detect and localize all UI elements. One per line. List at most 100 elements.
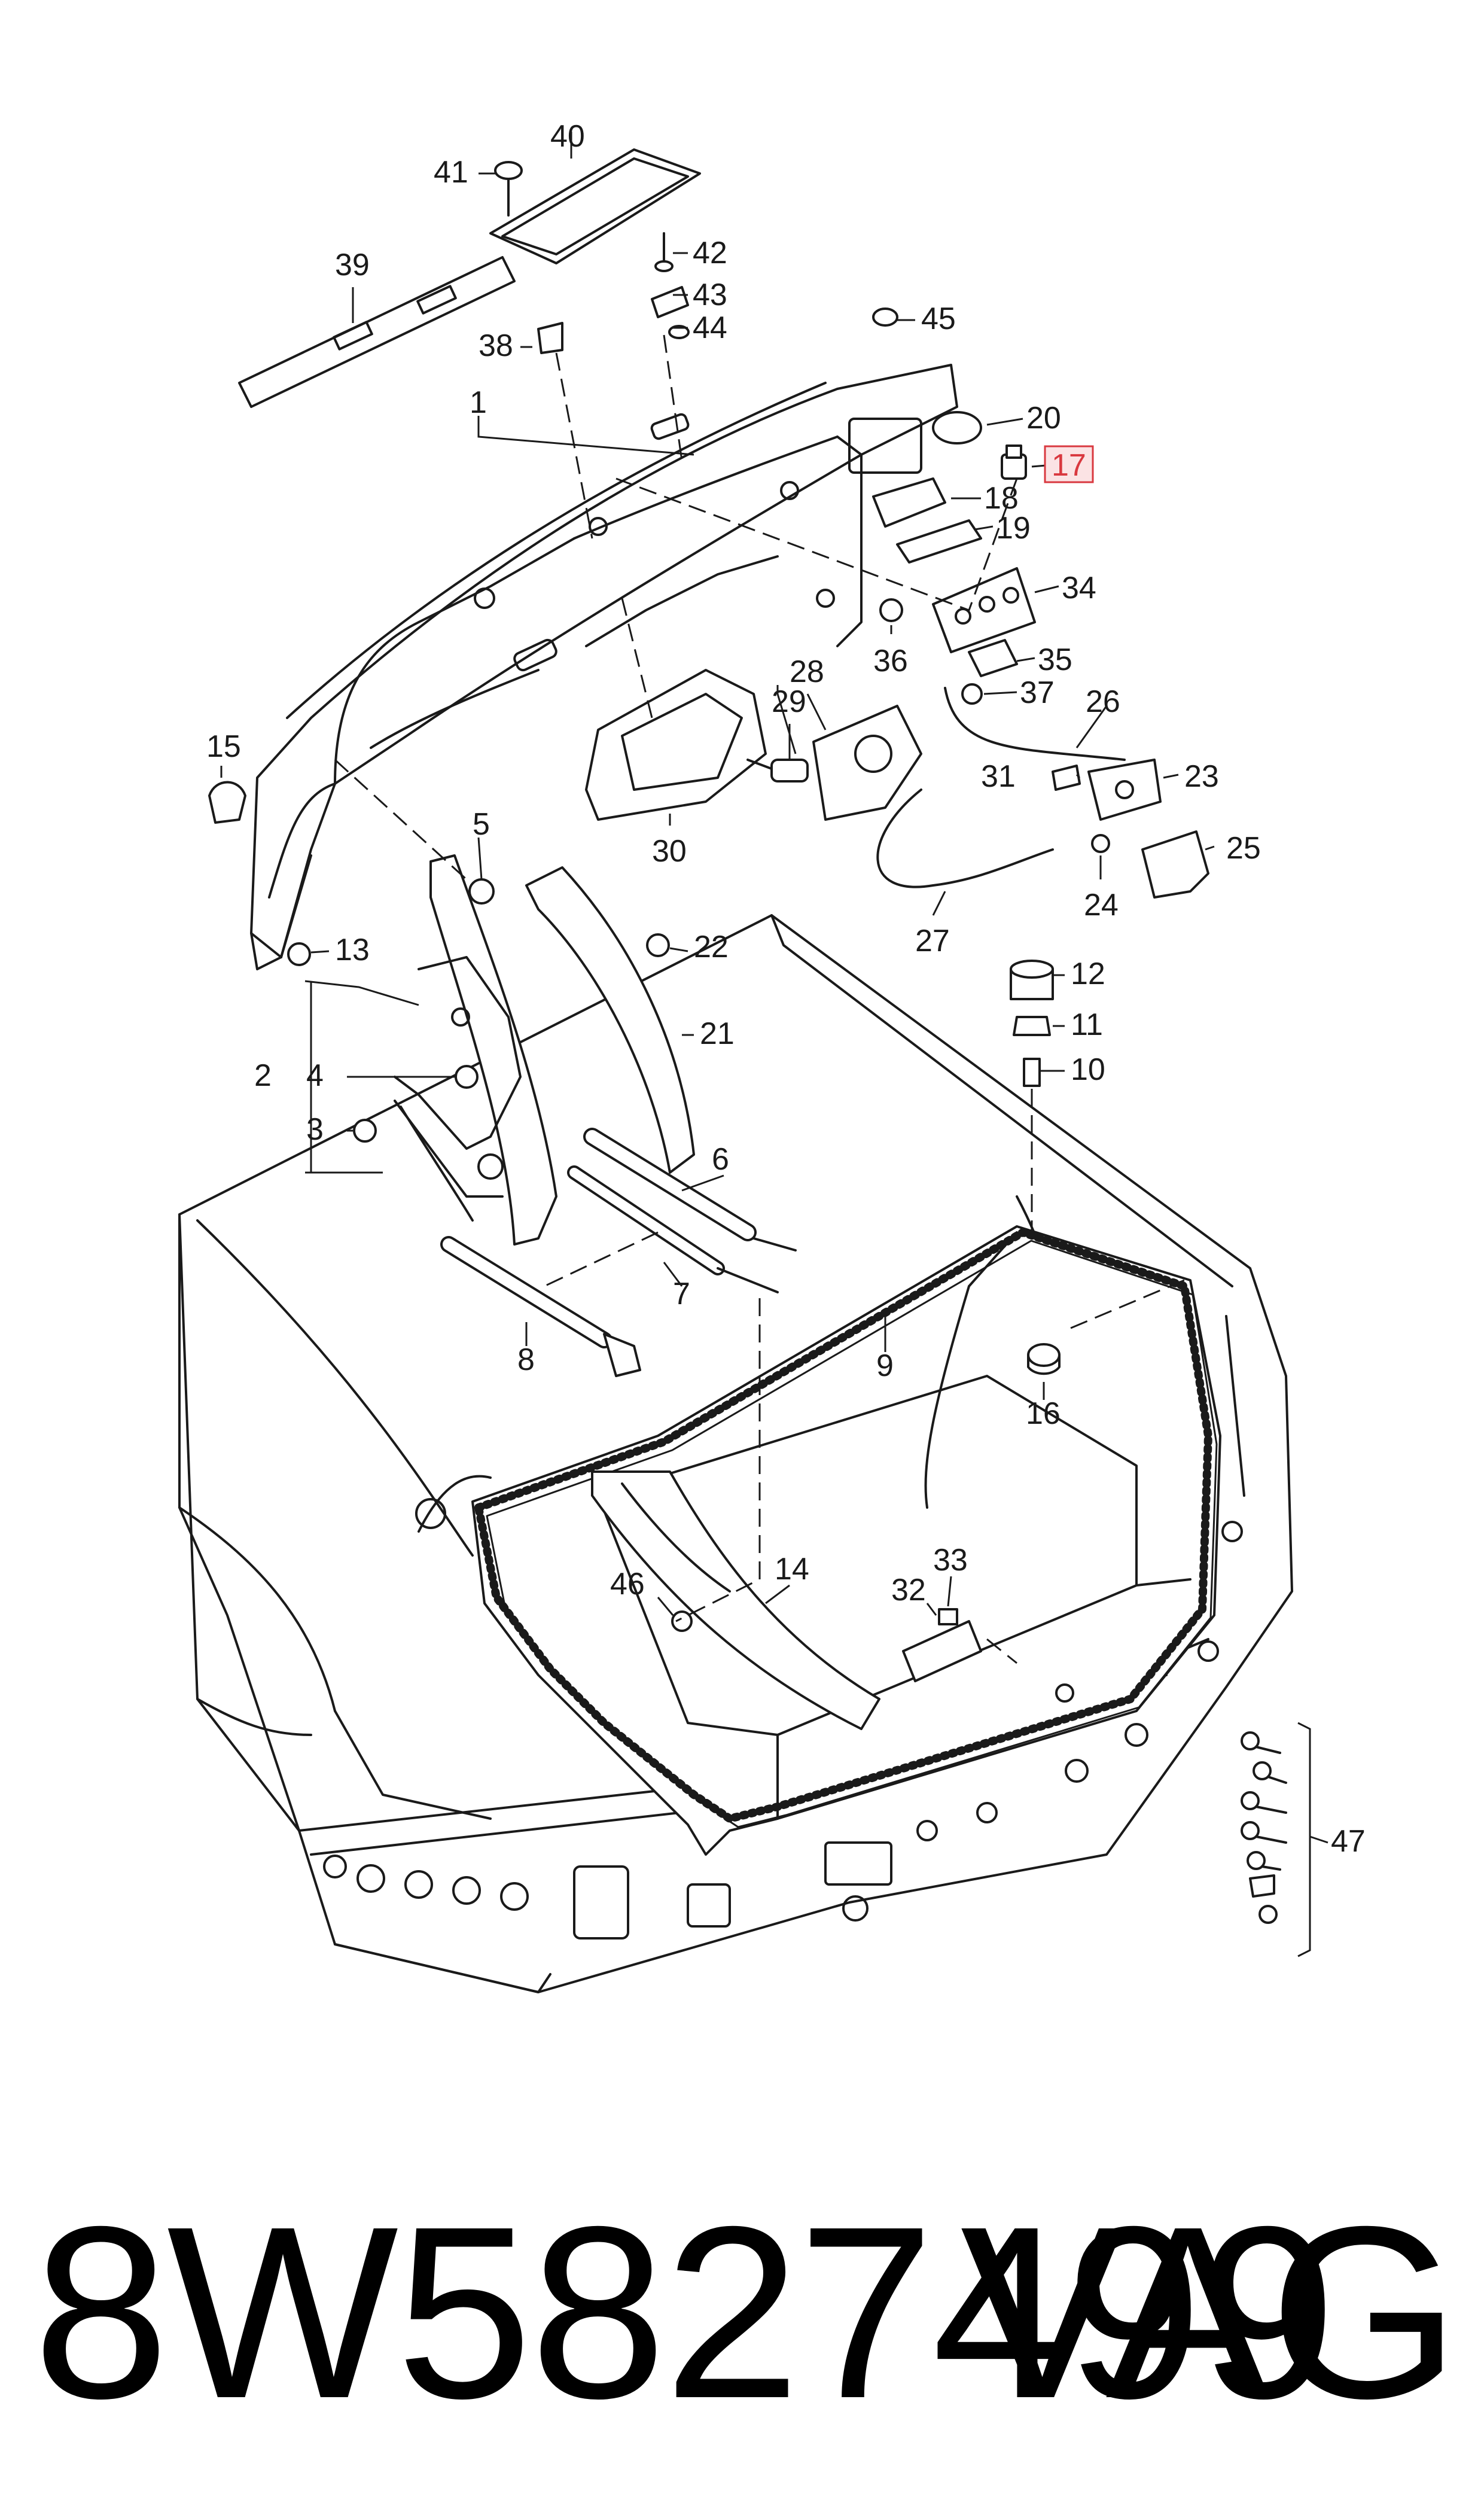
- callout-37: 37: [1020, 675, 1055, 710]
- trunk-lid: [250, 364, 958, 970]
- car-body: [178, 914, 1293, 1993]
- part-47-fastener-set: [1241, 1731, 1287, 1924]
- part-16-buffer: [1027, 1343, 1061, 1375]
- leader-lines: [220, 132, 1328, 1957]
- part-number: 8W5827499: [33, 2175, 1336, 2449]
- part-15-buffer: [208, 781, 246, 824]
- part-5-nut: [468, 878, 495, 905]
- part-33-clip: [938, 1608, 958, 1625]
- callout-45: 45: [921, 302, 956, 336]
- part-23-lock: [1087, 759, 1162, 821]
- callout-26: 26: [1086, 684, 1120, 719]
- part-2-hinge: [394, 854, 557, 1246]
- part-36-screw: [879, 598, 903, 622]
- callout-16: 16: [1026, 1396, 1061, 1431]
- brand-name: VAG: [960, 2175, 1460, 2449]
- part-46-clip: [671, 1610, 693, 1632]
- part-19-cover: [896, 519, 982, 564]
- part-30-housing: [585, 669, 767, 821]
- part-25-cover: [1141, 830, 1209, 899]
- part-38-clip: [537, 322, 563, 354]
- part-35-switch: [968, 639, 1018, 677]
- callout-21: 21: [700, 1016, 735, 1051]
- part-41-bolt: [494, 161, 523, 217]
- part-12-cap: [1010, 960, 1054, 1000]
- part-44-grommet: [668, 325, 690, 339]
- callout-14: 14: [775, 1552, 809, 1587]
- part-28-lock-mechanism: [812, 705, 922, 821]
- part-43-clip: [651, 286, 689, 318]
- part-11-nut: [1013, 1016, 1051, 1036]
- callout-13: 13: [335, 933, 370, 967]
- callout-42: 42: [693, 236, 727, 270]
- callout-24: 24: [1084, 888, 1119, 922]
- callout-5: 5: [473, 807, 490, 842]
- callout-25: 25: [1226, 831, 1261, 866]
- dashed-alignment-lines: [334, 334, 1185, 1664]
- callout-1: 1: [470, 385, 487, 420]
- callout-30: 30: [652, 834, 687, 869]
- part-6-gas-strut: [583, 1128, 797, 1252]
- callout-6: 6: [712, 1142, 729, 1177]
- footer: 8W5827499 VAG: [0, 2166, 1484, 2501]
- exploded-parts-diagram: 40 41 39 38 42 43 44 45 20 17 18 19 34 3…: [178, 119, 1366, 1993]
- part-4-bolt: [455, 1065, 479, 1089]
- callout-23: 23: [1184, 759, 1219, 794]
- part-21-hinge-cover: [525, 866, 695, 1174]
- part-18-bracket: [872, 477, 946, 528]
- part-27-cable: [876, 788, 1054, 888]
- callout-labels: 40 41 39 38 42 43 44 45 20 17 18 19 34 3…: [206, 119, 1366, 1859]
- callout-20: 20: [1026, 401, 1061, 436]
- callout-44: 44: [693, 310, 727, 345]
- part-29-actuator: [746, 759, 809, 783]
- callout-7: 7: [673, 1277, 690, 1311]
- part-10-bolt: [1023, 1058, 1041, 1087]
- callout-18: 18: [984, 481, 1019, 516]
- callout-38: 38: [479, 328, 513, 363]
- part-26-cable: [944, 687, 1126, 761]
- callout-11: 11: [1071, 1007, 1103, 1042]
- callout-47: 47: [1331, 1824, 1366, 1859]
- callout-39: 39: [335, 248, 370, 282]
- callout-31: 31: [981, 759, 1016, 794]
- part-22-clip: [646, 933, 670, 957]
- callout-43: 43: [693, 278, 727, 312]
- callout-17-highlight: [1044, 445, 1094, 483]
- callout-46: 46: [610, 1567, 645, 1601]
- callout-15: 15: [206, 729, 241, 764]
- callout-33: 33: [933, 1543, 968, 1578]
- callout-41: 41: [434, 155, 468, 190]
- callout-12: 12: [1071, 957, 1105, 991]
- part-7-gas-strut: [567, 1165, 779, 1293]
- part-17-socket: [1001, 444, 1027, 480]
- callout-35: 35: [1038, 643, 1072, 677]
- callout-27: 27: [915, 924, 950, 958]
- part-13-nut: [287, 942, 311, 966]
- callout-19: 19: [996, 511, 1031, 546]
- callout-17: 17: [1052, 448, 1086, 483]
- part-34-light: [932, 567, 1036, 653]
- callout-34: 34: [1062, 571, 1096, 605]
- callout-2: 2: [254, 1058, 272, 1093]
- part-14-trim-panel: [591, 1470, 880, 1730]
- part-39-trim-strip: [238, 256, 516, 408]
- callout-4: 4: [306, 1058, 324, 1093]
- callout-10: 10: [1071, 1052, 1105, 1087]
- part-42-rivet: [654, 232, 674, 272]
- rear-panel-holes: [323, 1521, 1243, 1940]
- part-37-grommet: [961, 683, 983, 705]
- callout-8: 8: [517, 1342, 535, 1377]
- part-24-nut: [1091, 834, 1110, 853]
- part-40-spoiler-pad: [489, 148, 701, 264]
- callout-3: 3: [306, 1112, 324, 1147]
- callout-9: 9: [876, 1348, 894, 1383]
- part-45-o-ring: [872, 307, 898, 327]
- part-3-nut: [353, 1119, 377, 1143]
- callout-29: 29: [772, 684, 806, 719]
- callout-36: 36: [873, 644, 908, 678]
- part-20-cap: [932, 411, 982, 444]
- callout-22: 22: [694, 930, 729, 964]
- part-31-clip: [1052, 765, 1081, 791]
- callout-40: 40: [550, 119, 585, 154]
- part-32-bracket: [902, 1620, 982, 1682]
